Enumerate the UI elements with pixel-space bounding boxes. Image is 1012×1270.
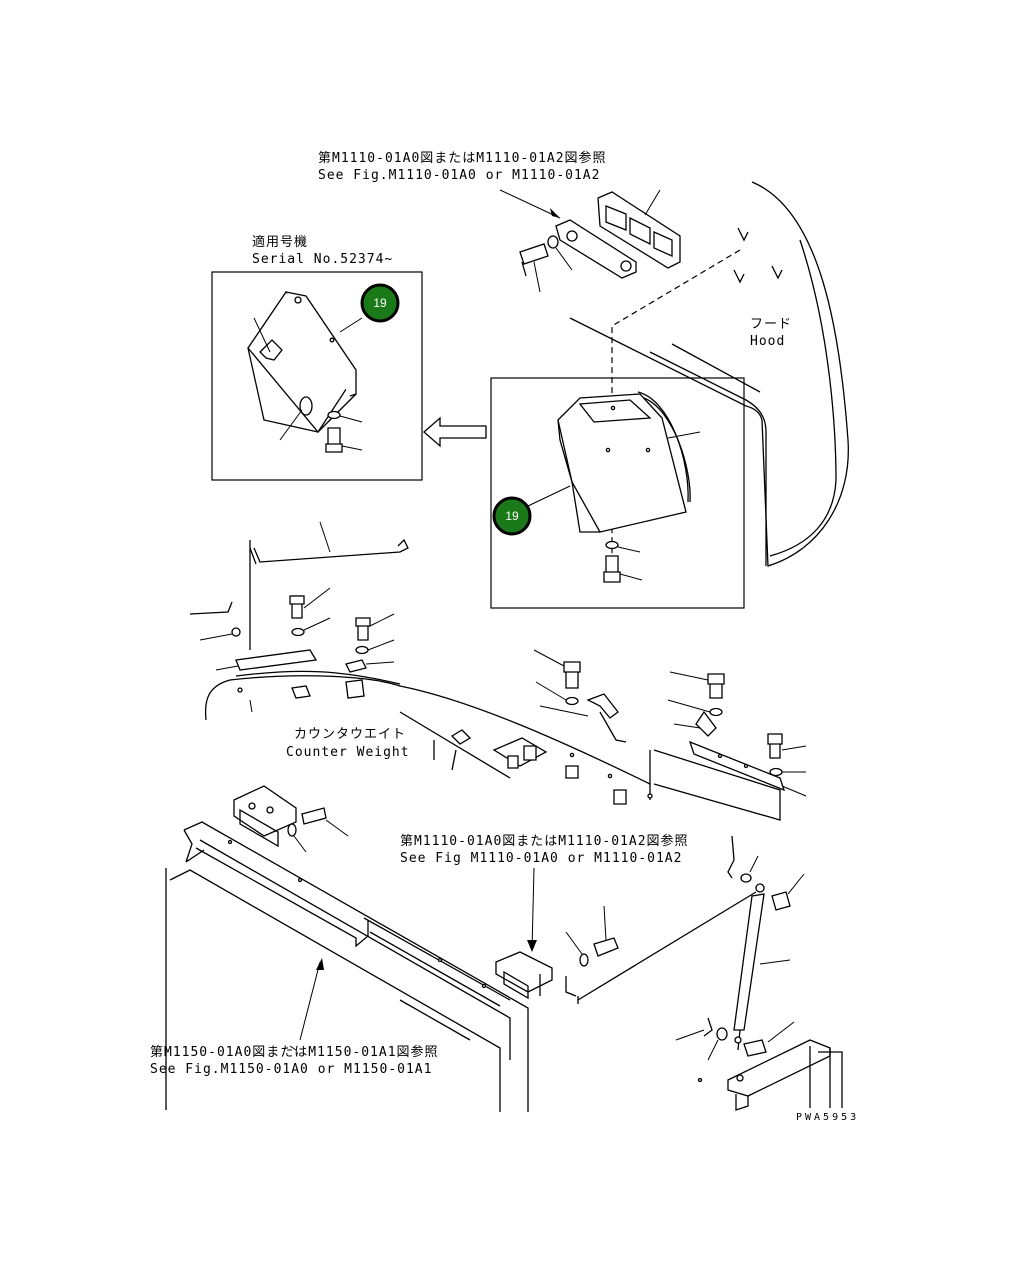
- counterweight-label-jp: カウンタウエイト: [294, 727, 406, 742]
- bottom-reference-leader: [289, 1045, 297, 1051]
- cover-later-serial: [247, 290, 363, 453]
- serial-label-jp: 適用号機: [252, 234, 308, 250]
- lamp-assembly: [519, 189, 681, 293]
- top-reference-en: See Fig.M1110-01A0 or M1110-01A2: [318, 168, 600, 183]
- inset-frame-left: [211, 271, 423, 481]
- drawing-code: PWA5953: [796, 1112, 859, 1123]
- hinge-right: [495, 891, 757, 1004]
- engine-door: [165, 821, 529, 1112]
- hood-label-en: Hood: [750, 334, 785, 349]
- counterweight: カウンタウエイト Counter Weight: [189, 521, 653, 805]
- mid-reference-leader: [531, 867, 535, 951]
- side-brackets: [533, 649, 807, 821]
- arrow-left: [423, 416, 487, 448]
- hinge-left: [233, 785, 349, 853]
- callout-19-right-number: 19: [505, 509, 519, 523]
- top-reference-jp: 第M1110-01A0図またはM1110-01A2図参照: [318, 150, 607, 166]
- top-reference-arrowhead: [550, 208, 560, 218]
- bottom-reference-en: See Fig.M1150-01A0 or M1150-01A1: [150, 1062, 432, 1077]
- serial-label-en: Serial No.52374~: [252, 252, 393, 267]
- mid-reference-arrowhead: [527, 940, 537, 952]
- callout-19-left[interactable]: [360, 283, 400, 323]
- callout-19-right[interactable]: [492, 496, 532, 536]
- callout-19-left-number: 19: [373, 296, 387, 310]
- counterweight-label-en: Counter Weight: [286, 745, 410, 760]
- hood-label-jp: フード: [750, 317, 792, 332]
- top-reference-leader: [499, 189, 561, 219]
- inset-frame-right: [490, 377, 745, 609]
- gas-spring: [675, 835, 843, 1111]
- mid-reference-en: See Fig M1110-01A0 or M1110-01A2: [400, 851, 682, 866]
- cover-standard: [527, 391, 701, 583]
- mid-reference-jp: 第M1110-01A0図またはM1110-01A2図参照: [400, 833, 689, 849]
- bottom-reference-jp: 第M1150-01A0図またはM1150-01A1図参照: [150, 1044, 439, 1060]
